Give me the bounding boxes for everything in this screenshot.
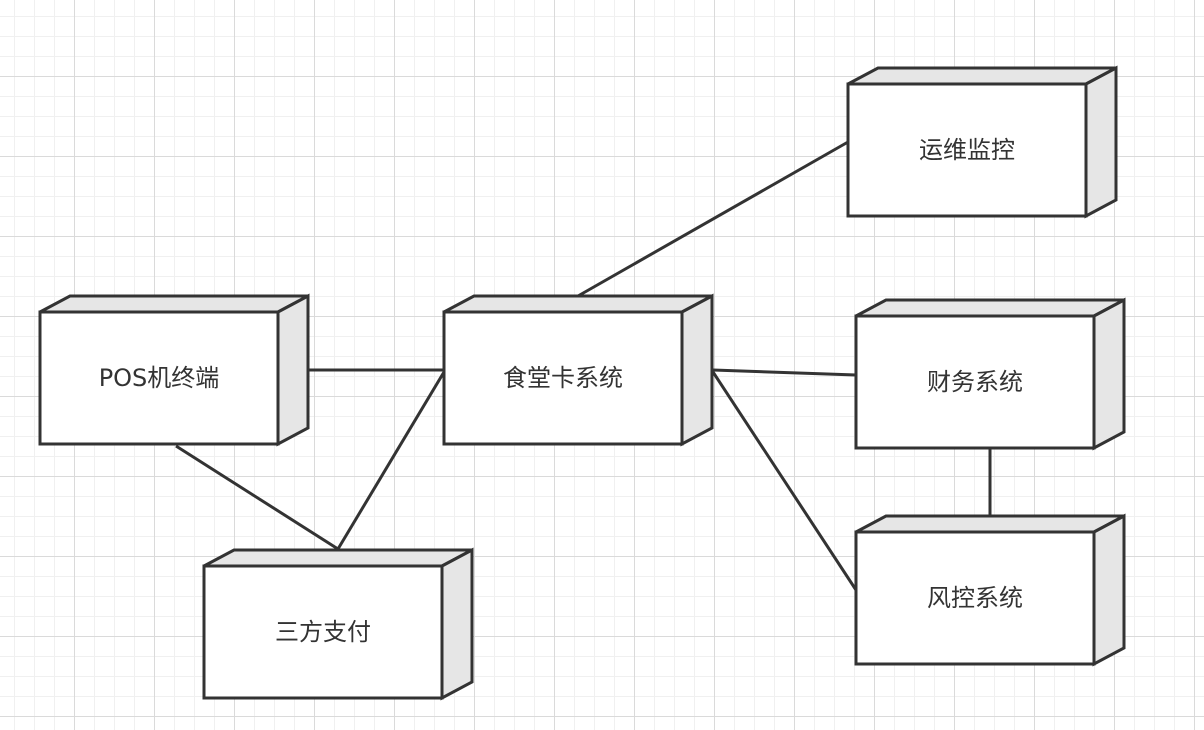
node-depth-side — [1084, 65, 1118, 219]
node-depth-side — [276, 293, 310, 447]
node-label: 三方支付 — [275, 618, 371, 646]
node-label: 食堂卡系统 — [503, 364, 623, 392]
node-pos-terminal[interactable]: POS机终端 — [38, 293, 310, 447]
node-depth-top — [39, 294, 309, 314]
edge-canteen-finance — [712, 368, 857, 377]
node-finance-system[interactable]: 财务系统 — [854, 297, 1126, 451]
node-label: 运维监控 — [919, 136, 1015, 164]
node-third-party-payment[interactable]: 三方支付 — [202, 547, 474, 701]
node-ops-monitoring[interactable]: 运维监控 — [846, 65, 1118, 219]
node-depth-top — [443, 294, 713, 314]
node-depth-side — [680, 293, 714, 447]
node-front — [846, 82, 1088, 218]
node-label: POS机终端 — [99, 364, 220, 392]
node-depth-side — [1092, 513, 1126, 667]
node-front — [202, 564, 444, 700]
edge-pos-payment — [175, 444, 339, 551]
node-front — [854, 530, 1096, 666]
node-depth-top — [847, 66, 1117, 86]
node-depth-top — [855, 298, 1125, 318]
node-depth-side — [1092, 297, 1126, 451]
node-depth-top — [203, 548, 473, 568]
node-front — [38, 310, 280, 446]
node-front — [442, 310, 684, 446]
node-canteen-card-system[interactable]: 食堂卡系统 — [442, 293, 714, 447]
node-depth-top — [855, 514, 1125, 534]
node-label: 风控系统 — [927, 584, 1023, 612]
node-front — [854, 314, 1096, 450]
edge-canteen-ops — [577, 140, 849, 298]
edge-canteen-risk — [711, 371, 858, 591]
node-label: 财务系统 — [927, 368, 1023, 396]
node-depth-side — [440, 547, 474, 701]
node-risk-control[interactable]: 风控系统 — [854, 513, 1126, 667]
edge-payment-canteen — [336, 371, 446, 550]
connectors — [175, 140, 992, 591]
